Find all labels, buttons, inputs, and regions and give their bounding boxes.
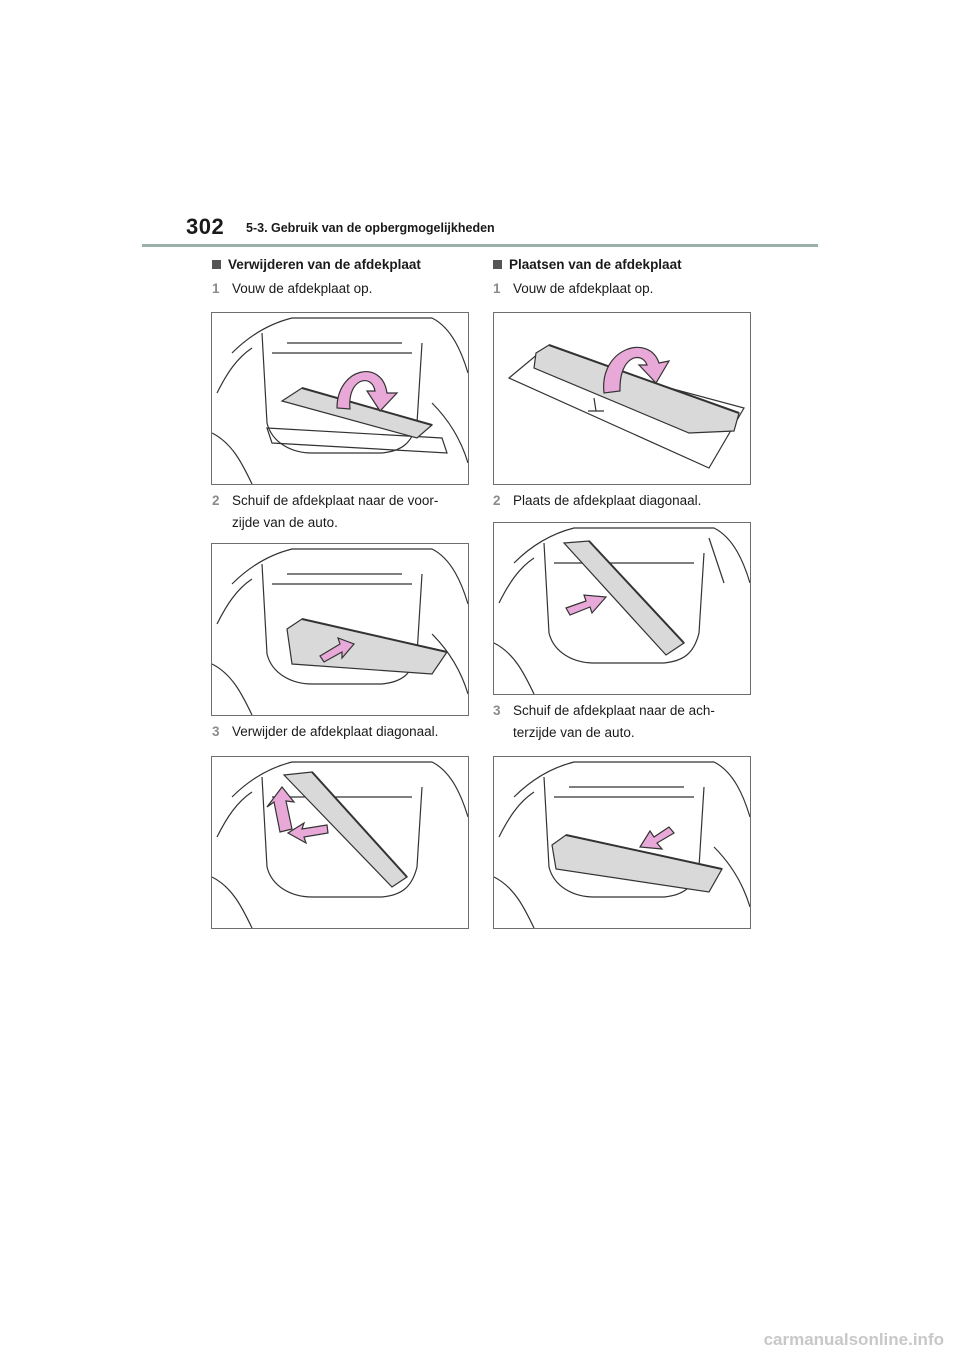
figure-install-diagonal: [493, 522, 751, 695]
heading-remove: Verwijderen van de afdekplaat: [212, 257, 421, 272]
header-rule: [142, 244, 818, 247]
bullet-square-icon: [493, 260, 502, 269]
heading-install: Plaatsen van de afdekplaat: [493, 257, 682, 272]
page-number: 302: [186, 214, 225, 239]
illustration-fold-cover-closeup: [507, 344, 745, 469]
step-text: Verwijder de afdekplaat diagonaal.: [232, 724, 439, 739]
step-number: 1: [493, 281, 501, 296]
bullet-square-icon: [212, 260, 221, 269]
step-number: 1: [212, 281, 220, 296]
figure-install-fold: [493, 312, 751, 485]
step-number: 2: [212, 493, 220, 508]
step-text: Schuif de afdekplaat naar de ach-terzijd…: [513, 703, 715, 740]
figure-remove-slide-forward: [211, 543, 469, 716]
step-number: 3: [493, 703, 501, 718]
right-step-1: 1 Vouw de afdekplaat op.: [493, 278, 733, 300]
left-step-2: 2 Schuif de afdekplaat naar de voor-zijd…: [212, 490, 452, 534]
watermark: carmanualsonline.info: [763, 1330, 944, 1349]
step-number: 2: [493, 493, 501, 508]
step-number: 3: [212, 724, 220, 739]
left-step-3: 3 Verwijder de afdekplaat diagonaal.: [212, 721, 452, 743]
figure-remove-diagonal: [211, 756, 469, 929]
step-text: Schuif de afdekplaat naar de voor-zijde …: [232, 493, 439, 530]
figure-install-slide-back: [493, 756, 751, 929]
left-step-1: 1 Vouw de afdekplaat op.: [212, 278, 452, 300]
figure-remove-fold: [211, 312, 469, 485]
right-step-2: 2 Plaats de afdekplaat diagonaal.: [493, 490, 733, 512]
section-title: 5-3. Gebruik van de opbergmogelijkheden: [246, 221, 495, 235]
illustration-fold-cover: [212, 317, 468, 484]
illustration-slide-back: [494, 761, 750, 928]
step-text: Vouw de afdekplaat op.: [232, 281, 373, 296]
heading-remove-text: Verwijderen van de afdekplaat: [228, 257, 421, 272]
illustration-slide-forward: [212, 548, 468, 715]
step-text: Plaats de afdekplaat diagonaal.: [513, 493, 702, 508]
right-step-3: 3 Schuif de afdekplaat naar de ach-terzi…: [493, 700, 733, 744]
illustration-remove-diagonal: [212, 761, 468, 928]
illustration-insert-diagonal: [494, 527, 750, 694]
heading-install-text: Plaatsen van de afdekplaat: [509, 257, 682, 272]
step-text: Vouw de afdekplaat op.: [513, 281, 654, 296]
